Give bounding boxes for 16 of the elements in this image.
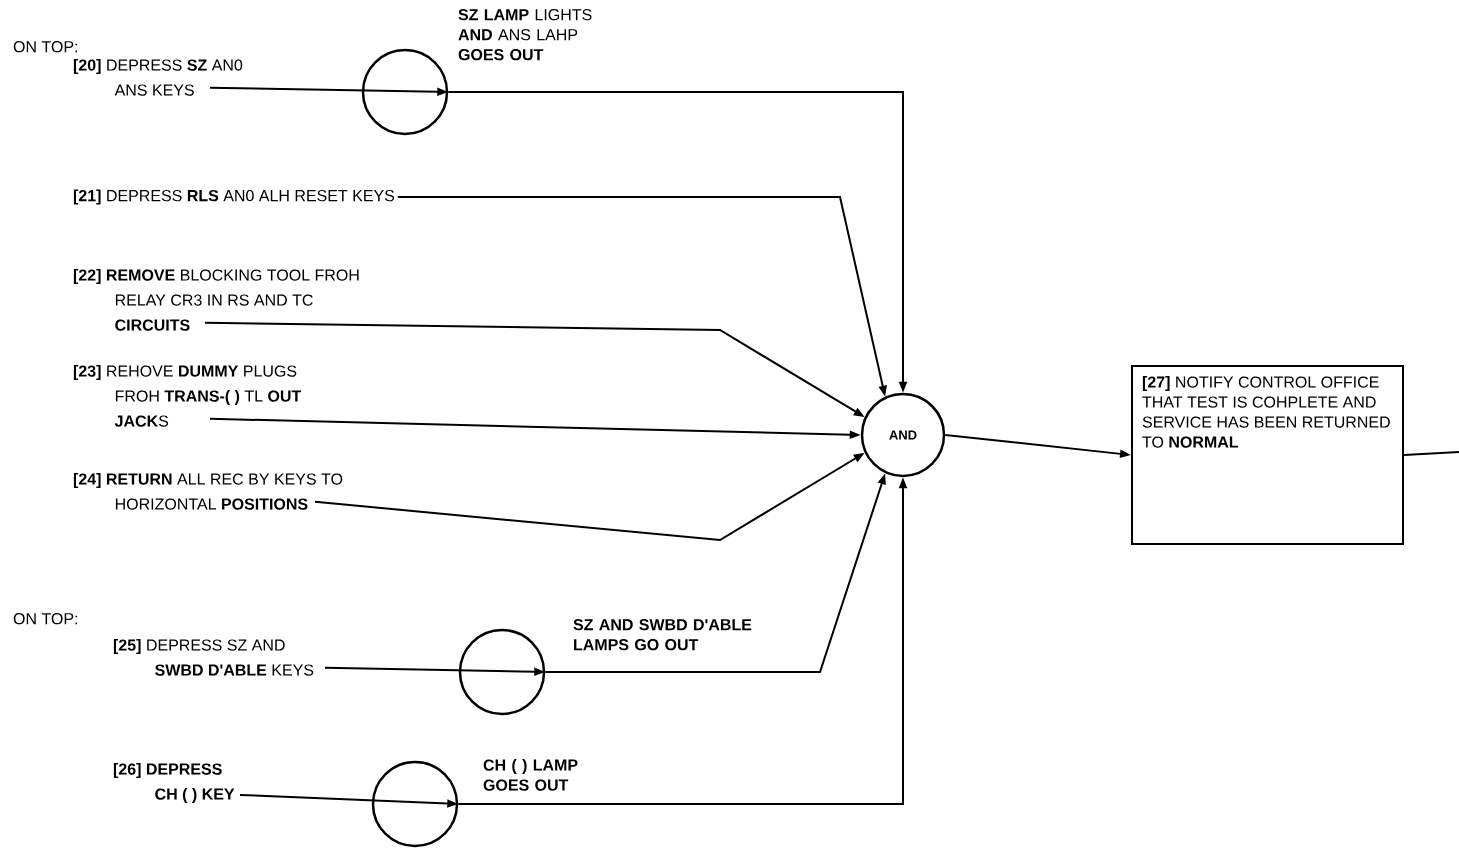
result-text: CH ( ) LAMP GOES OUT (483, 759, 578, 791)
step-text: [20] DEPRESS SZ AN0 ANS KEYS (73, 59, 243, 96)
step-text: [22] REMOVE BLOCKING TOOL FROH RELAY CR3 IN RS AND TC CIRCUITS (73, 269, 359, 331)
step-text: [24] RETURN ALL REC BY KEYS TO HORIZONTAL POSITIONS (73, 473, 343, 510)
task-box: [27] NOTIFY CONTROL OFFICE THAT TEST IS COHPLETE AND SERVICE HAS BEEN RETURNED TO NORMAL (1131, 365, 1404, 545)
step-text: [21] DEPRESS RLS AN0 ALH RESET KEYS (73, 189, 395, 205)
step-text: [23] REHOVE DUMMY PLUGS FROH TRANS-( ) TL OUT JACKS (73, 365, 302, 427)
step-text: [26] DEPRESS CH ( ) KEY (113, 763, 235, 803)
event-circle (371, 760, 459, 848)
note-text: ON TOP: (13, 613, 78, 625)
event-circle (361, 48, 449, 136)
event-circle (458, 628, 546, 716)
step-text: [25] DEPRESS SZ AND SWBD D'ABLE KEYS (113, 639, 314, 676)
result-text: SZ AND SWBD D'ABLE LAMPS GO OUT (573, 619, 752, 651)
result-text: SZ LAMP LIGHTS AND ANS LAHP GOES OUT (458, 9, 592, 61)
note-text: ON TOP: (13, 41, 78, 53)
